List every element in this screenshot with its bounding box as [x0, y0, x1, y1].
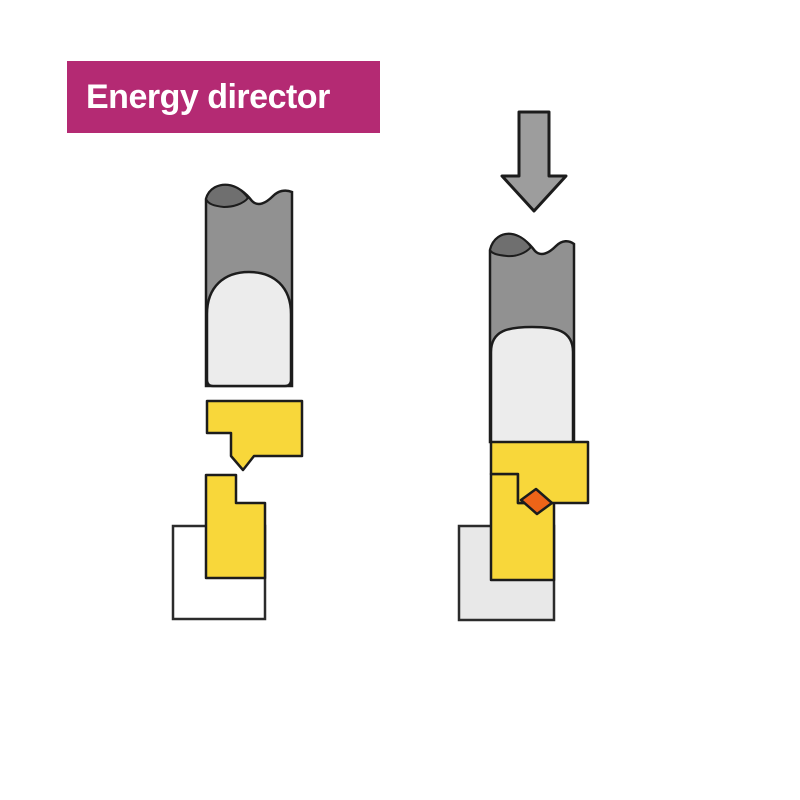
- sonotrode-rounded-tip: [205, 270, 293, 388]
- sonotrode-broken-end-shading: [204, 183, 250, 209]
- melted-energy-director: [519, 487, 554, 516]
- sonotrode-broken-end-shading: [488, 232, 533, 258]
- title-badge: Energy director: [67, 61, 380, 133]
- arrow-down-icon: [500, 110, 568, 213]
- sonotrode-rounded-tip: [491, 327, 573, 443]
- title-label: Energy director: [86, 77, 330, 116]
- sonotrode-tip-outline: [489, 325, 575, 443]
- lower-part: [204, 473, 267, 580]
- figure-before-welding: [171, 183, 304, 621]
- figure-during-welding: [457, 110, 590, 622]
- upper-part-energy-director: [205, 399, 304, 472]
- upper-part-joined: [489, 440, 590, 505]
